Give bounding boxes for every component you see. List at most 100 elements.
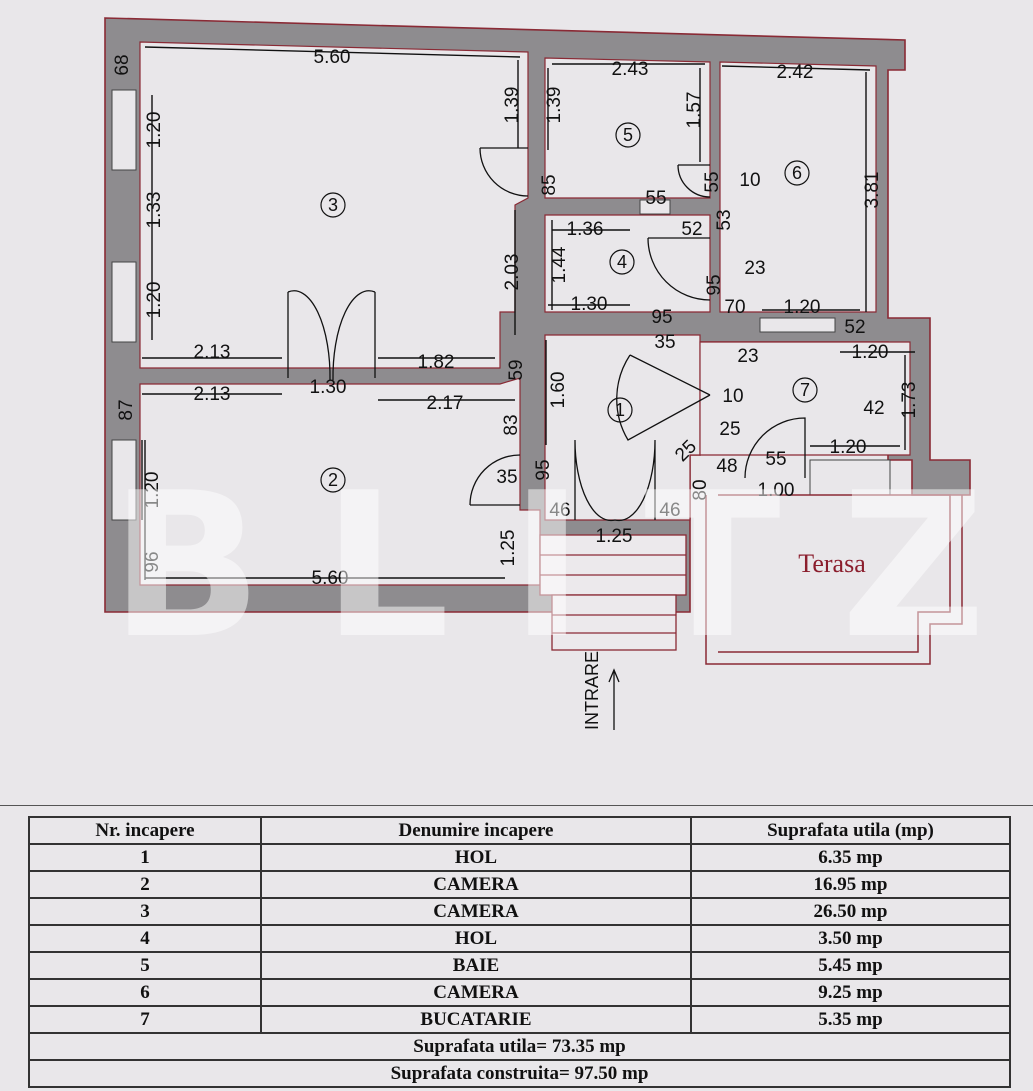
dimension-label: 1.60 [548, 372, 569, 409]
cell-nr: 5 [28, 951, 262, 980]
table-header-row: Nr. incapere Denumire incapere Suprafata… [28, 816, 1011, 845]
dimension-label: 48 [716, 456, 737, 477]
dimension-label: 3.81 [862, 172, 883, 209]
dimension-label: 2.13 [194, 342, 231, 363]
cell-area: 3.50 mp [690, 924, 1011, 953]
dimension-label: 1.82 [418, 352, 455, 373]
room-circle [784, 160, 810, 186]
walls [104, 17, 971, 613]
cell-name: CAMERA [260, 897, 692, 926]
dimension-label: 35 [496, 467, 517, 488]
dimension-label: 85 [539, 174, 560, 195]
cell-name: CAMERA [260, 978, 692, 1007]
floor-plan: Terasa INTRARE [104, 17, 971, 730]
dimension-label: 1.36 [567, 219, 604, 240]
col-header-name: Denumire incapere [260, 816, 692, 845]
room-number: 2 [328, 470, 338, 490]
cell-nr: 2 [28, 870, 262, 899]
room-number: 1 [615, 400, 625, 420]
dimension-label: 46 [659, 500, 680, 521]
dimension-label: 1.00 [758, 480, 795, 501]
room-circle [320, 467, 346, 493]
dimension-label: 2.42 [777, 62, 814, 83]
entrance-label: INTRARE [582, 651, 602, 730]
total-util: Suprafata utila= 73.35 mp [28, 1032, 1011, 1061]
col-header-area: Suprafata utila (mp) [690, 816, 1011, 845]
dimension-label: 10 [739, 170, 760, 191]
cell-area: 5.35 mp [690, 1005, 1011, 1034]
cell-nr: 3 [28, 897, 262, 926]
room-number: 3 [328, 195, 338, 215]
dimension-label: 1.39 [502, 87, 523, 124]
room-number: 7 [800, 380, 810, 400]
dimension-label: 80 [690, 479, 711, 500]
dimension-label: 46 [549, 500, 570, 521]
terrace: Terasa [705, 494, 963, 665]
dimension-label: 87 [116, 399, 137, 420]
dimension-label: 95 [704, 274, 725, 295]
dimension-label: 1.44 [549, 246, 570, 283]
cell-nr: 7 [28, 1005, 262, 1034]
cell-area: 16.95 mp [690, 870, 1011, 899]
dimension-label: 25 [719, 419, 740, 440]
room-circle [320, 192, 346, 218]
cell-name: HOL [260, 843, 692, 872]
room-circle [609, 249, 635, 275]
dimension-label: 1.25 [596, 526, 633, 547]
dimension-label: 1.20 [784, 297, 821, 318]
dimension-label: 1.39 [544, 87, 565, 124]
dimension-lines [141, 46, 915, 580]
cell-area: 6.35 mp [690, 843, 1011, 872]
col-header-nr: Nr. incapere [28, 816, 262, 845]
dimension-label: 1.73 [899, 382, 920, 419]
room-number: 4 [617, 252, 627, 272]
dimension-label: 1.30 [310, 377, 347, 398]
dimension-label: 10 [722, 386, 743, 407]
cell-nr: 4 [28, 924, 262, 953]
room-table: Nr. incapere Denumire incapere Suprafata… [28, 816, 1011, 1091]
dimension-label: 95 [533, 459, 554, 480]
dimension-label: 23 [737, 346, 758, 367]
doors [287, 147, 806, 522]
dimension-label: 1.20 [830, 437, 867, 458]
dimension-label: 1.30 [571, 294, 608, 315]
dimension-label: 5.60 [312, 568, 349, 589]
cell-nr: 6 [28, 978, 262, 1007]
dimension-label: 55 [765, 449, 786, 470]
dimension-label: 52 [681, 219, 702, 240]
room-circle [792, 377, 818, 403]
total-built-row: Suprafata construita= 97.50 mp [28, 1059, 1011, 1088]
dimension-label: 2.17 [427, 393, 464, 414]
dimension-label: 95 [651, 307, 672, 328]
room-circle [607, 397, 633, 423]
dimension-label: 70 [724, 297, 745, 318]
room-number: 6 [792, 163, 802, 183]
dimension-label: 2.13 [194, 384, 231, 405]
dimension-label: 59 [506, 359, 527, 380]
dimension-label: 1.20 [852, 342, 889, 363]
dimension-label: 68 [112, 54, 133, 75]
dimension-label: 1.20 [142, 472, 163, 509]
room-number: 5 [623, 125, 633, 145]
dimension-label: 52 [844, 317, 865, 338]
dimension-label: 55 [702, 171, 723, 192]
dimension-label: 1.20 [144, 282, 165, 319]
dimension-label: 5.60 [314, 47, 351, 68]
cell-area: 26.50 mp [690, 897, 1011, 926]
cell-name: CAMERA [260, 870, 692, 899]
room-circle [615, 122, 641, 148]
dimension-label: 96 [142, 551, 163, 572]
cell-area: 5.45 mp [690, 951, 1011, 980]
dimension-label: 35 [654, 332, 675, 353]
dimension-label: 23 [744, 258, 765, 279]
dimension-label: 53 [714, 209, 735, 230]
